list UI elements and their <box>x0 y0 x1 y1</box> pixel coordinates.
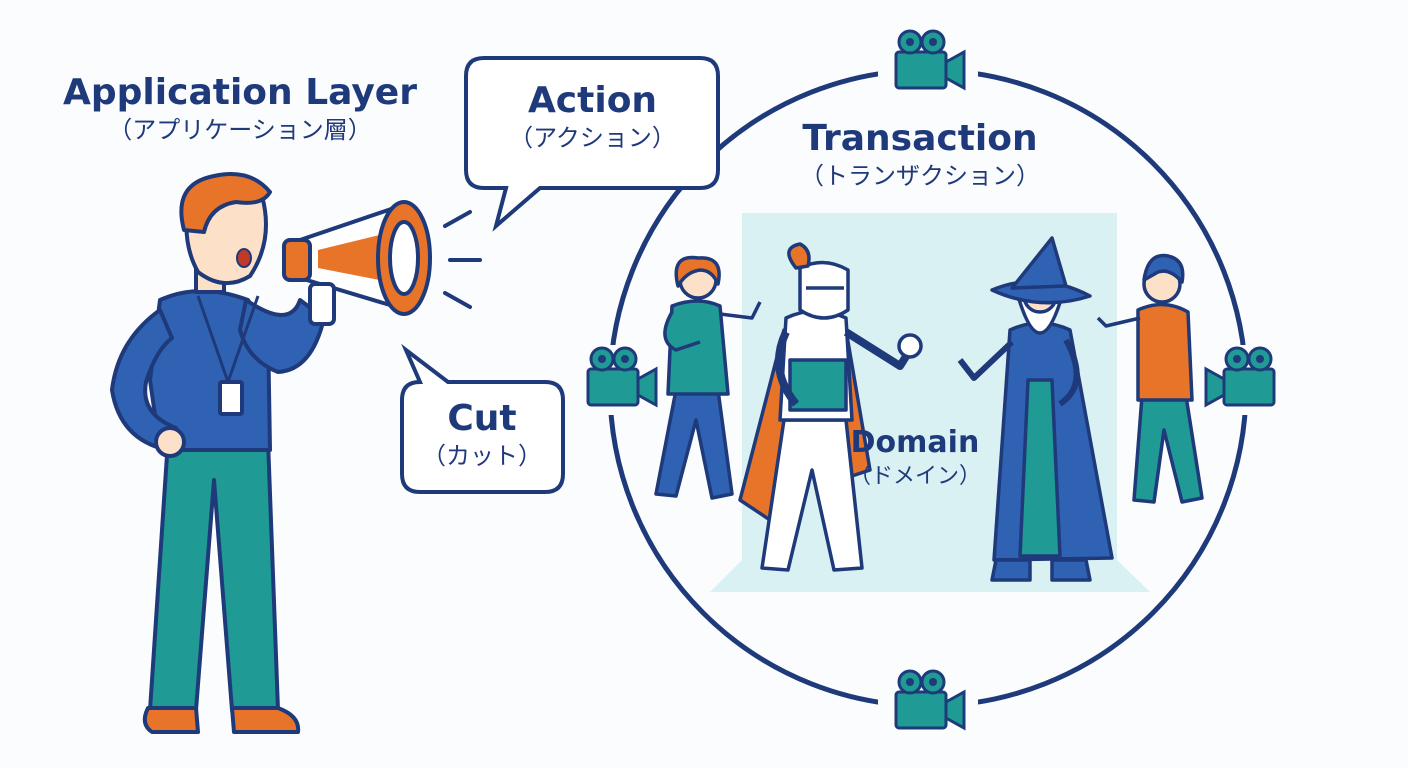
movie-camera-icon <box>878 29 978 100</box>
movie-camera-icon <box>578 345 660 415</box>
movie-camera-icon <box>878 669 978 740</box>
cut-label: Cut （カット） <box>402 398 562 472</box>
wizard-figure <box>957 236 1114 582</box>
director-figure <box>110 172 432 734</box>
cut-title: Cut <box>447 398 517 439</box>
audience-woman-figure <box>654 255 762 500</box>
domain-stage-floor <box>710 560 1150 592</box>
domain-subtitle: （ドメイン） <box>848 464 981 489</box>
cut-speech-bubble <box>400 343 565 494</box>
application-layer-title: Application Layer <box>63 72 417 113</box>
application-layer-label: Application Layer （アプリケーション層） <box>40 72 440 146</box>
movie-camera-icon <box>1198 345 1280 415</box>
application-layer-subtitle: （アプリケーション層） <box>108 116 372 144</box>
action-title: Action <box>527 80 658 121</box>
domain-title: Domain <box>850 425 980 460</box>
transaction-label: Transaction （トランザクション） <box>770 118 1070 192</box>
action-speech-bubble <box>464 56 720 232</box>
action-subtitle: （アクション） <box>509 124 676 152</box>
domain-label: Domain （ドメイン） <box>820 425 1010 493</box>
action-label: Action （アクション） <box>470 80 715 154</box>
transaction-title: Transaction <box>802 118 1038 159</box>
transaction-subtitle: （トランザクション） <box>800 162 1040 190</box>
knight-figure <box>738 242 923 572</box>
sound-lines <box>443 210 482 309</box>
audience-man-figure <box>1096 253 1204 504</box>
cut-subtitle: （カット） <box>422 442 542 470</box>
